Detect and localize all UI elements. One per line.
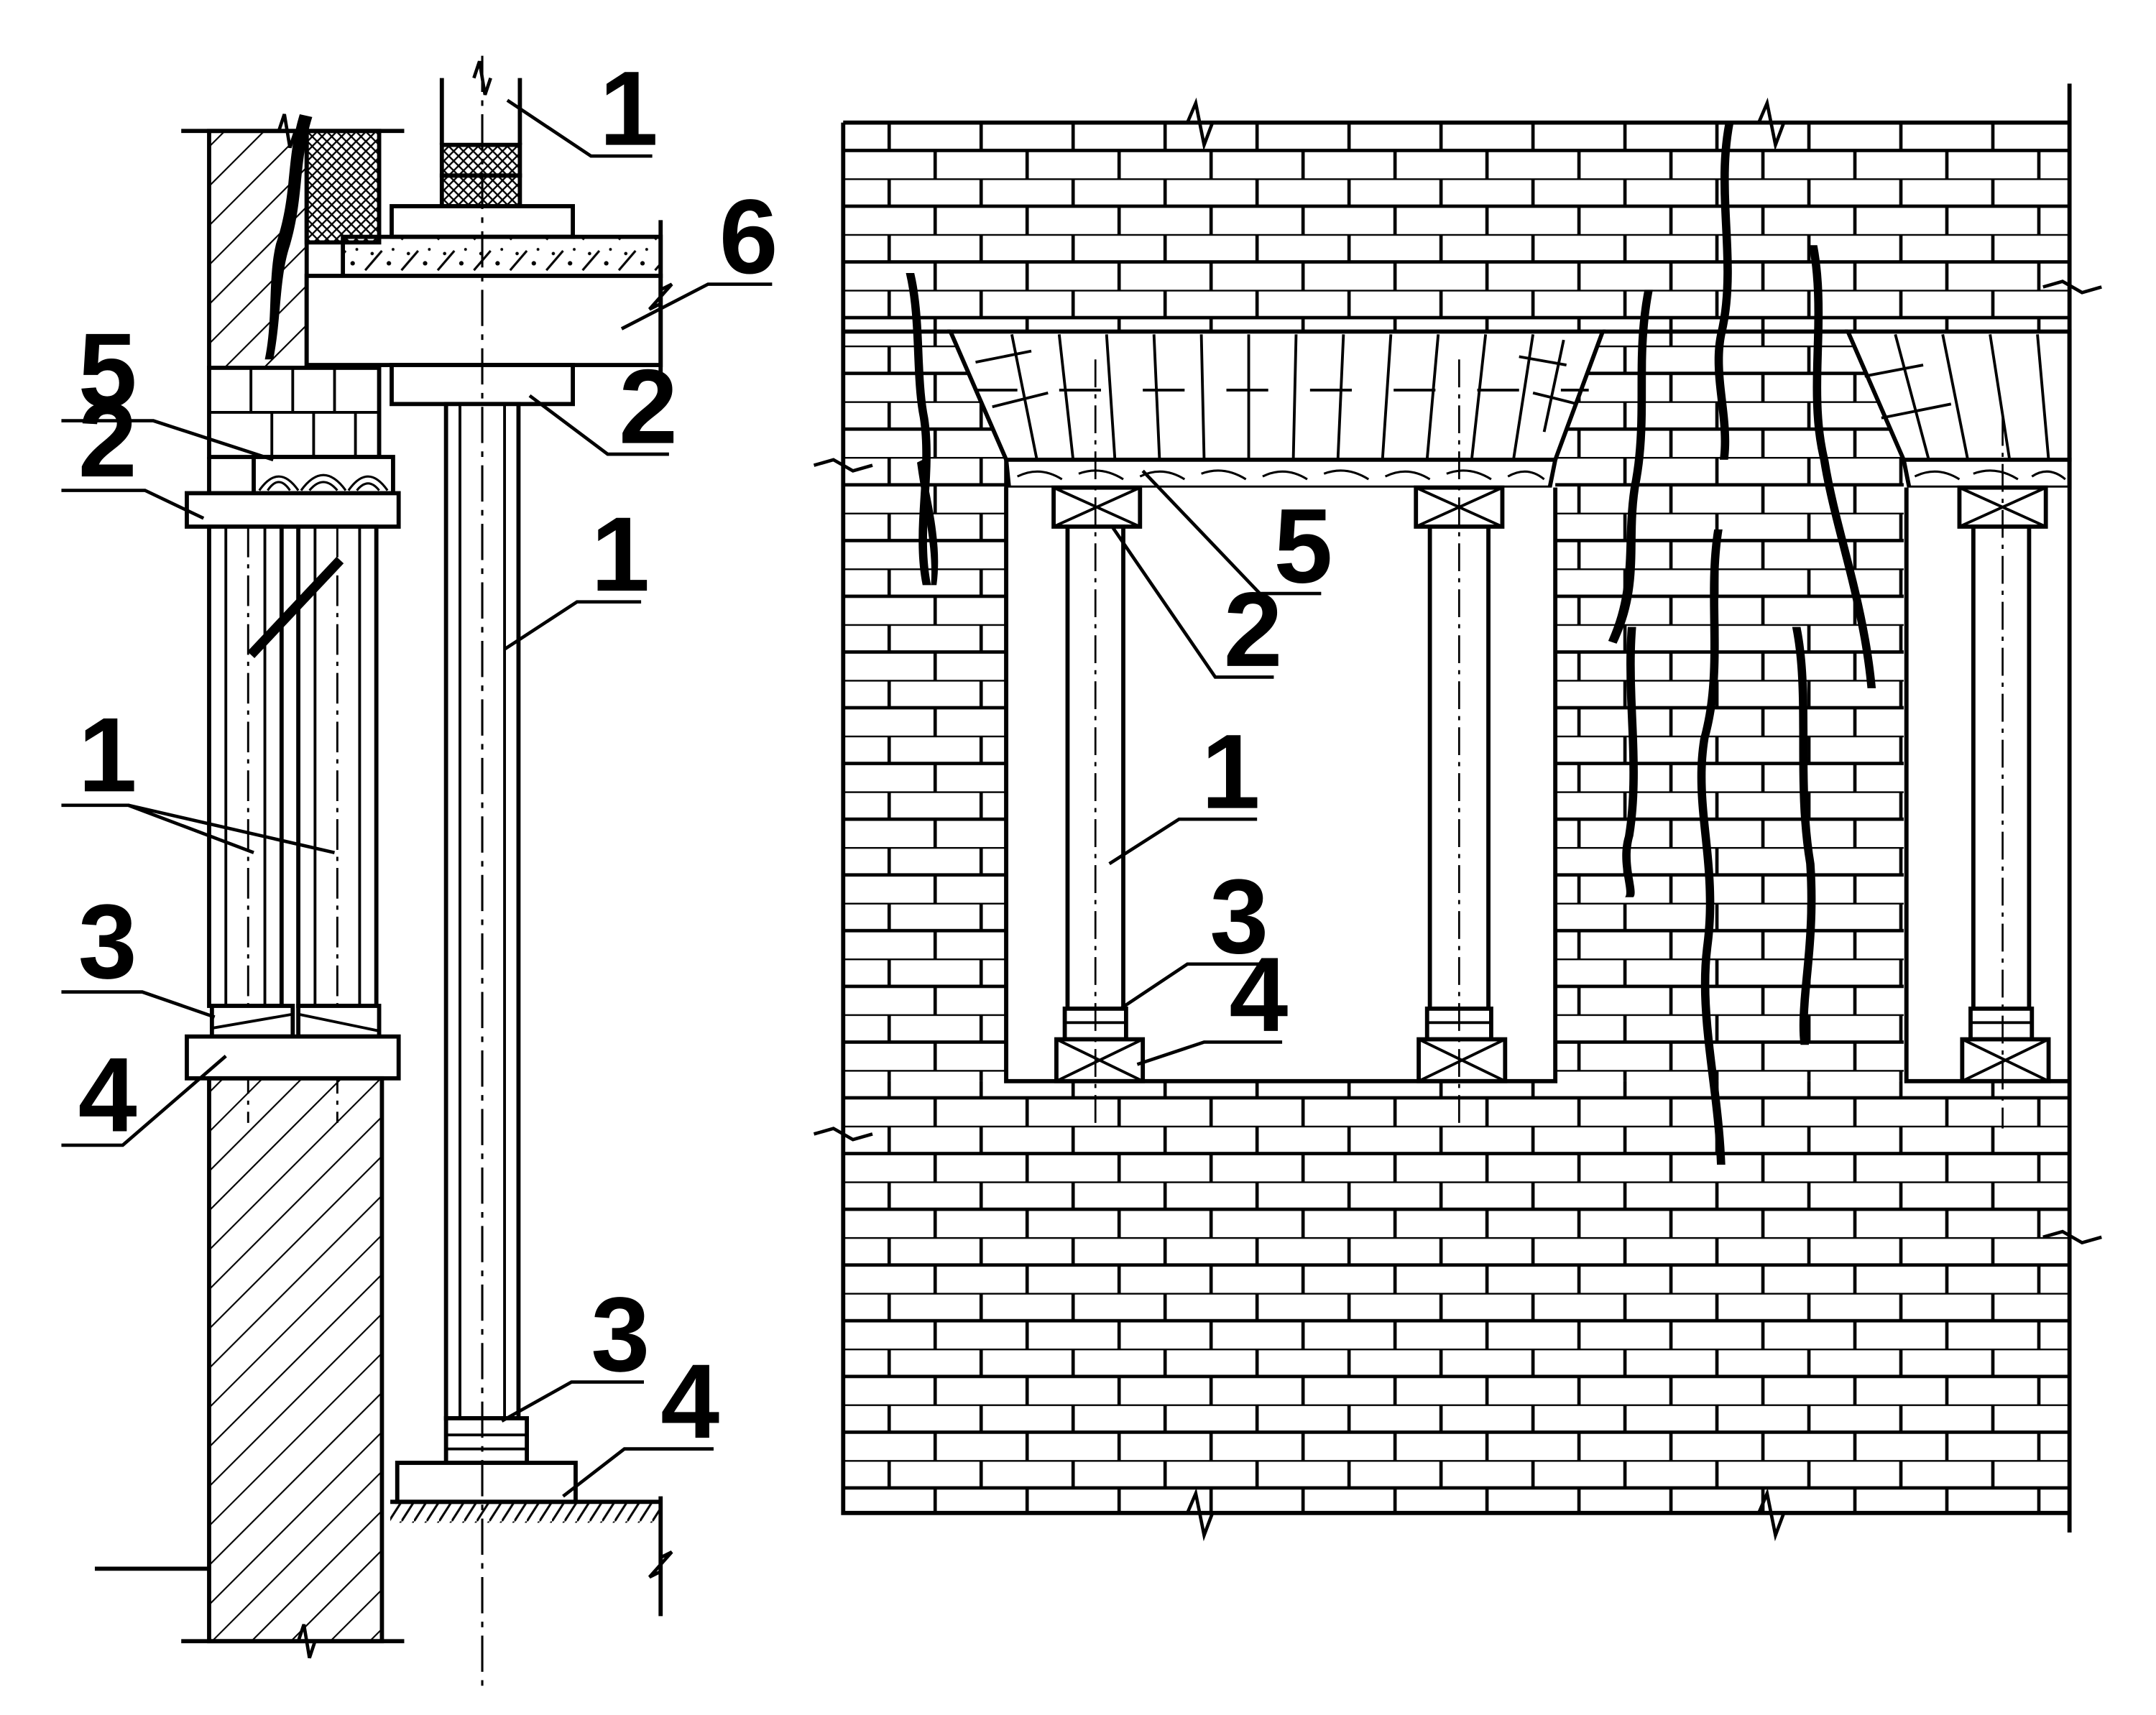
pier-middle <box>1555 331 1904 1081</box>
crack-left-wall <box>264 114 313 360</box>
arch-main-voussoirs <box>975 333 1589 461</box>
labels: 5 2 1 3 4 1 6 2 1 3 4 5 2 1 3 4 <box>61 50 1332 1498</box>
floor-base <box>395 1461 578 1504</box>
brace <box>247 556 344 659</box>
label-floor-1: 1 <box>591 496 650 614</box>
elev-timber-plate <box>1003 457 1558 490</box>
cracks <box>906 122 1876 1165</box>
elev-timber-plate-right <box>1901 457 2072 490</box>
post-upper-stub-block <box>439 173 522 208</box>
elev-post-2 <box>1414 359 1508 1129</box>
wall-lower-hatched <box>207 1076 384 1644</box>
arch-main <box>947 329 1606 462</box>
label-elev-4: 4 <box>1229 936 1288 1054</box>
label-elev-2: 2 <box>1224 571 1283 689</box>
label-left-2: 2 <box>78 382 137 499</box>
lintel-block <box>304 129 382 245</box>
label-elev-5: 5 <box>1273 488 1332 606</box>
floor-section <box>304 55 673 1692</box>
wall-lower-band <box>843 1081 2070 1513</box>
post-pair <box>207 524 379 1123</box>
top-beam <box>185 491 401 529</box>
label-floor-3: 3 <box>591 1276 650 1394</box>
label-floor-6: 6 <box>719 178 778 296</box>
elev-post-3 <box>1957 417 2051 1129</box>
wall-upper-band <box>843 122 2070 332</box>
label-elev-3: 3 <box>1210 858 1268 976</box>
label-left-4: 4 <box>78 1037 137 1155</box>
label-left-1: 1 <box>78 696 137 814</box>
slab-support <box>304 274 663 367</box>
elev-post-1 <box>1051 359 1146 1129</box>
floor-wedges <box>443 1416 530 1465</box>
wedges <box>209 1004 382 1039</box>
label-floor-1-top: 1 <box>599 50 658 168</box>
base-beam <box>185 1034 401 1081</box>
post-upper-stub-hatched <box>439 142 522 178</box>
label-elev-1: 1 <box>1202 713 1261 831</box>
label-left-5: 5 <box>78 312 137 430</box>
ground-hatch <box>390 1503 661 1523</box>
label-left-3: 3 <box>78 883 137 1001</box>
wall-elevation <box>813 83 2102 1542</box>
floor-slab <box>341 234 663 278</box>
wall-section-left <box>94 114 405 1659</box>
label-floor-2: 2 <box>619 348 678 466</box>
label-floor-4: 4 <box>660 1343 719 1461</box>
